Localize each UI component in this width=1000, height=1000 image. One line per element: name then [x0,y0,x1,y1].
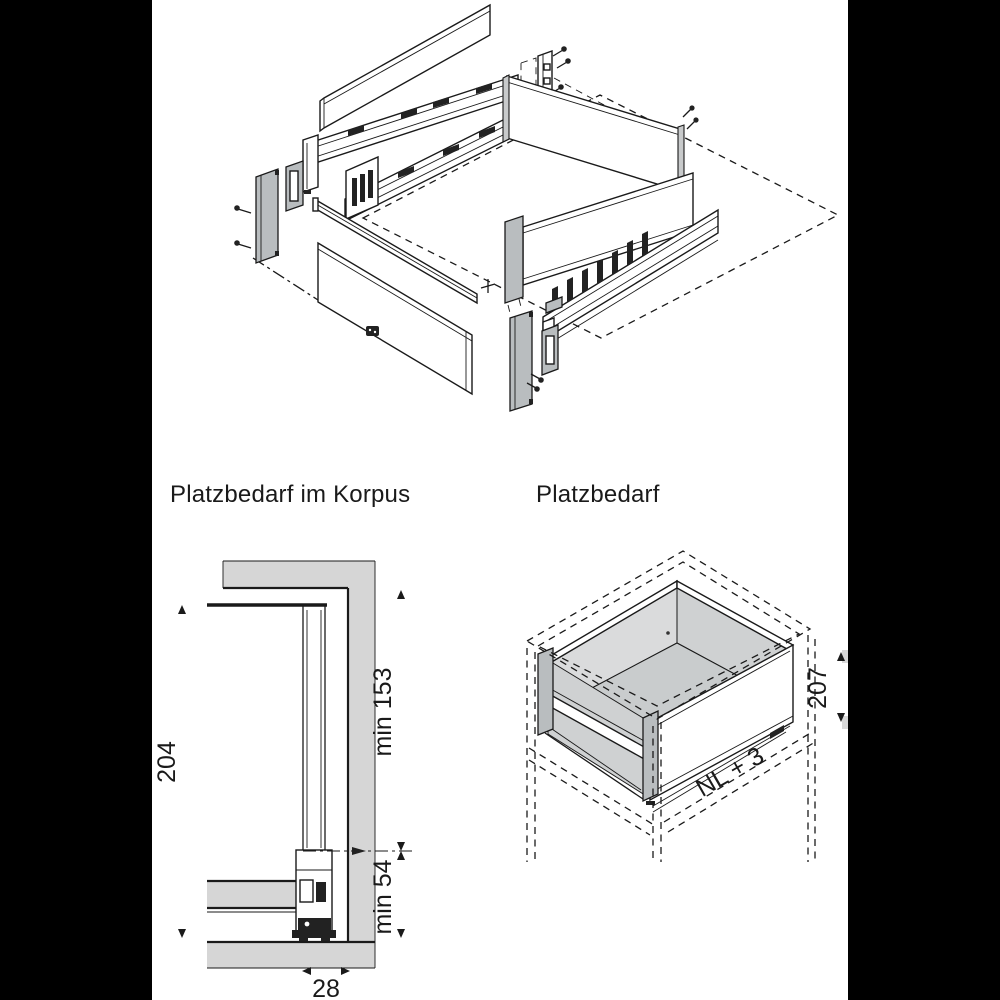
korpus-cross-section: 204 min 153 min 54 [153,560,412,1000]
dim-204-label: 204 [153,741,181,783]
panel-section-end [842,716,848,729]
front-left-bracket-post [537,647,554,736]
post-foot [646,801,655,805]
drawer-right-wall [649,643,794,813]
drawer-side-profile [207,603,336,941]
left-side-panel [319,3,491,133]
dim-207: 207 [804,652,845,722]
front-cross-rail [312,197,478,305]
front-corner-bracket-post [642,709,659,803]
dim-207-label: 207 [804,667,832,709]
heading-platzbedarf: Platzbedarf [536,481,660,508]
back-panel [502,74,699,192]
drawing-canvas: Platzbedarf im Korpus Platzbedarf [152,0,848,1000]
dim-min-153-label: min 153 [369,668,397,757]
screw-icon [689,105,695,111]
left-cabinet-rail [302,74,519,194]
front-panel [317,241,473,396]
technical-drawing: 204 min 153 min 54 [153,3,848,1000]
screw-icon [538,377,544,383]
cabinet-dashed-outline [525,550,816,862]
screw-icon [534,386,540,392]
cabinet-bottom-panel [207,942,375,968]
exploded-view [234,3,840,412]
center-mark [480,279,496,293]
left-front-clip [285,160,304,212]
left-front-bracket [234,168,279,264]
dim-28-label: 28 [312,975,340,1000]
screw-icon [234,240,240,246]
right-front-bracket [507,298,559,412]
dim-204: 204 [153,605,186,938]
screw-icon [234,205,240,211]
cabinet-back-panel [348,561,375,942]
left-letterbox-bar [0,0,152,1000]
platzbedarf-isometric: 207 NL + 3 [525,550,848,862]
dim-min-153: min 153 [369,590,405,851]
heading-platzbedarf-im-korpus: Platzbedarf im Korpus [170,481,411,508]
panel-hole [666,631,670,635]
right-side-panel [504,172,694,304]
cabinet-top-panel [223,561,348,588]
dim-min-54: min 54 [369,851,405,938]
right-letterbox-bar [848,0,1000,1000]
drawer-bottom-panel [207,881,303,908]
rail-axis-line [303,847,412,855]
screw-icon [693,117,699,123]
dim-28: 28 [302,967,350,1000]
panel-section-end [842,650,848,663]
dim-min-54-label: min 54 [369,859,397,934]
